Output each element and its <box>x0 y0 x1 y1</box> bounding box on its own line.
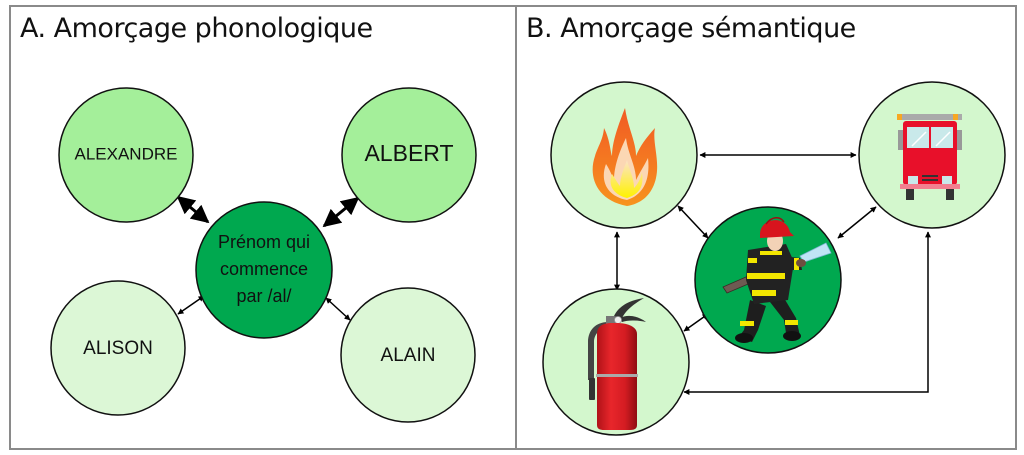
node-label: ALEXANDRE <box>75 144 178 163</box>
node-label: ALBERT <box>364 140 453 166</box>
link-alexandre <box>176 195 210 224</box>
link-alison <box>177 295 205 315</box>
link-albert <box>322 196 360 228</box>
link-truck-firefighter <box>837 206 877 239</box>
firefighter-icon <box>722 217 832 343</box>
center-label-line-3: par /al/ <box>236 286 291 306</box>
node-label: ALISON <box>83 338 153 359</box>
fire-extinguisher-icon <box>588 298 646 430</box>
links-panel-a <box>176 195 360 321</box>
center-node-firefighter <box>694 206 842 354</box>
node-alexandre: ALEXANDRE <box>58 87 194 223</box>
center-label-line-1: Prénom qui <box>218 232 310 252</box>
links-panel-b <box>614 152 931 395</box>
link-extinguisher-truck <box>683 231 931 395</box>
node-alison: ALISON <box>50 280 186 416</box>
node-label: ALAIN <box>381 345 436 366</box>
fire-truck-icon <box>897 114 962 200</box>
node-fire-truck <box>858 81 1006 229</box>
panel-title: A. Amorçage phonologique <box>20 13 373 44</box>
link-fire-firefighter <box>677 205 709 239</box>
panel-title: B. Amorçage sémantique <box>526 13 856 44</box>
node-alain: ALAIN <box>340 287 476 423</box>
fire-icon <box>592 108 658 206</box>
node-extinguisher <box>542 288 690 436</box>
node-albert: ALBERT <box>341 87 477 223</box>
center-node-prime: Prénom qui commence par /al/ <box>195 201 333 339</box>
link-alain <box>325 297 351 321</box>
center-label-line-2: commence <box>220 259 308 279</box>
node-fire <box>550 81 698 229</box>
